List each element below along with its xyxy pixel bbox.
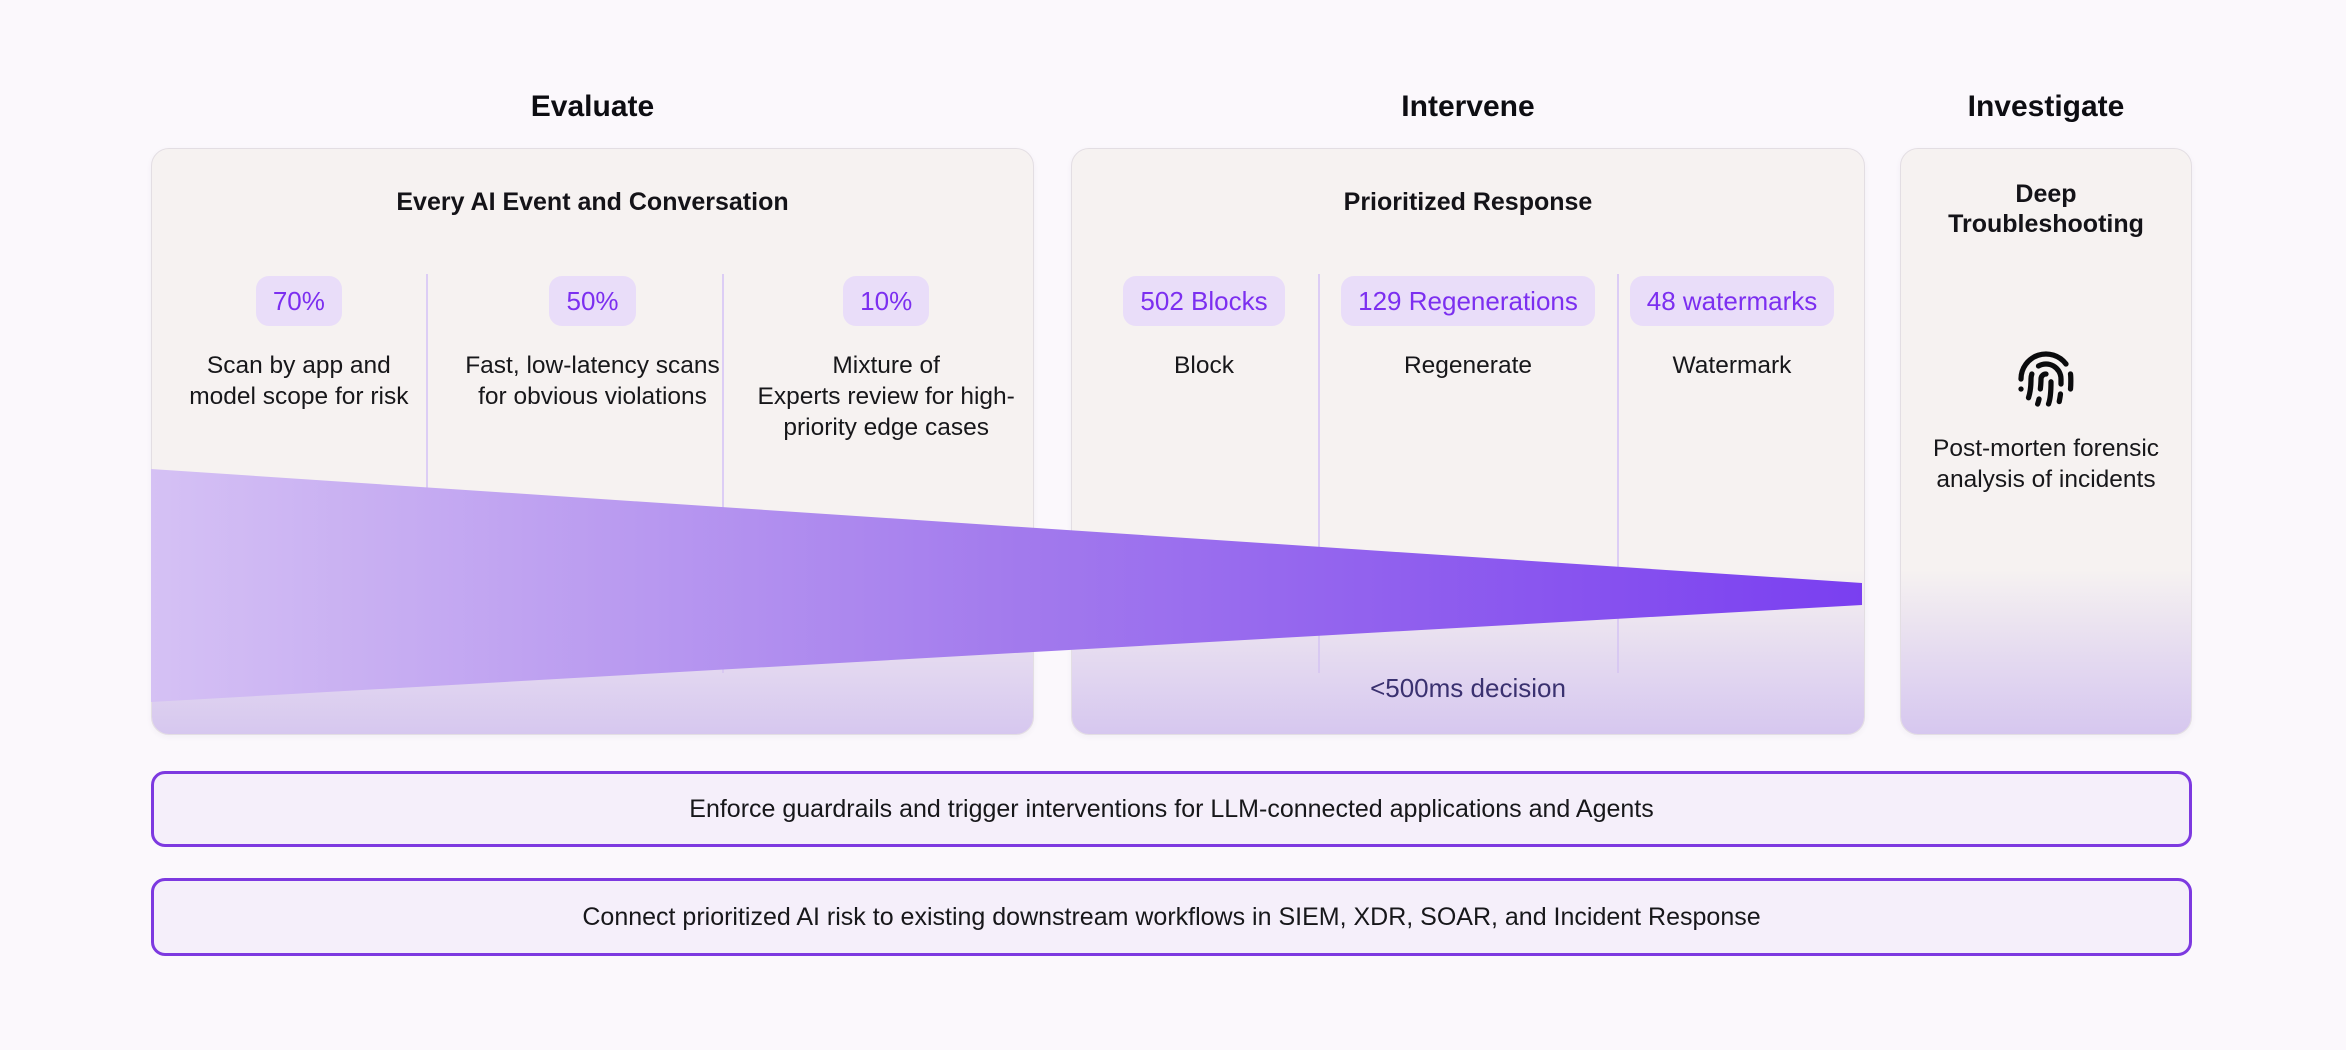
stage-title-investigate: Investigate xyxy=(1967,90,2125,123)
evaluate-column-scan: 70% Scan by app and model scope for risk xyxy=(152,276,446,443)
evaluate-column-fast-scan: 50% Fast, low-latency scans for obvious … xyxy=(446,276,740,443)
stage-title-intervene: Intervene xyxy=(1401,90,1535,123)
fingerprint-icon xyxy=(2018,351,2074,407)
banner-connect-risk: Connect prioritized AI risk to existing … xyxy=(151,878,2192,956)
investigate-description: Post-morten forensic analysis of inciden… xyxy=(1932,435,2160,493)
intervene-columns: 502 Blocks Block 129 Regenerations Regen… xyxy=(1072,276,1864,381)
evaluate-columns: 70% Scan by app and model scope for risk… xyxy=(152,276,1033,443)
investigate-body: Deep Troubleshooting Post-morten forensi… xyxy=(1901,149,2191,495)
stage-title-evaluate: Evaluate xyxy=(530,90,655,123)
column-label: Watermark xyxy=(1672,352,1792,379)
count-badge: 502 Blocks xyxy=(1123,276,1285,326)
percentage-badge: 10% xyxy=(843,276,930,326)
intervene-column-block: 502 Blocks Block xyxy=(1072,276,1336,381)
panel-intervene-header: Prioritized Response xyxy=(1343,188,1593,216)
banner-enforce-guardrails: Enforce guardrails and trigger intervent… xyxy=(151,771,2192,847)
count-badge: 48 watermarks xyxy=(1629,276,1835,326)
column-description: Scan by app and model scope for risk xyxy=(189,352,409,410)
banner-text: Connect prioritized AI risk to existing … xyxy=(582,902,1761,931)
count-badge: 129 Regenerations xyxy=(1341,276,1595,326)
evaluate-column-moe-review: 10% Mixture of Experts review for high- … xyxy=(739,276,1033,443)
panel-evaluate-header: Every AI Event and Conversation xyxy=(396,188,789,216)
panel-investigate: Deep Troubleshooting Post-morten forensi… xyxy=(1900,148,2192,735)
decision-latency-note: <500ms decision xyxy=(1370,673,1566,703)
column-description: Fast, low-latency scans for obvious viol… xyxy=(465,352,720,410)
column-description: Mixture of Experts review for high- prio… xyxy=(757,352,1015,441)
banner-text: Enforce guardrails and trigger intervent… xyxy=(689,794,1654,823)
panel-intervene: Prioritized Response 502 Blocks Block 12… xyxy=(1071,148,1865,735)
percentage-badge: 70% xyxy=(255,276,342,326)
panel-evaluate: Every AI Event and Conversation 70% Scan… xyxy=(151,148,1034,735)
panel-investigate-header: Deep Troubleshooting xyxy=(1948,180,2144,238)
intervene-column-watermark: 48 watermarks Watermark xyxy=(1600,276,1864,381)
column-label: Block xyxy=(1174,352,1234,379)
column-label: Regenerate xyxy=(1403,352,1533,379)
intervene-column-regenerate: 129 Regenerations Regenerate xyxy=(1336,276,1600,381)
percentage-badge: 50% xyxy=(549,276,636,326)
